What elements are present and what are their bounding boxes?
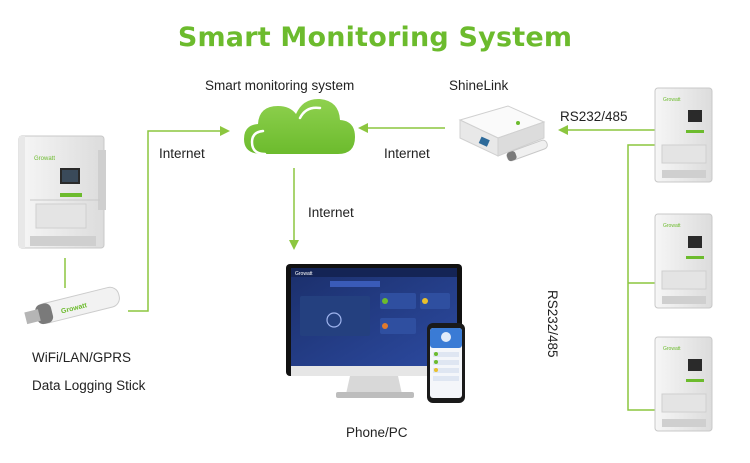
smart-monitoring-label: Smart monitoring system [205, 78, 355, 93]
svg-text:Growatt: Growatt [663, 97, 681, 103]
cloud-icon [244, 98, 355, 156]
inverter-right-2: Growatt [654, 213, 713, 309]
diagram-title: Smart Monitoring System [177, 22, 573, 53]
svg-text:Growatt: Growatt [34, 156, 55, 162]
shinelink-label: ShineLink [449, 78, 509, 93]
phone-device [427, 323, 465, 403]
inverter-right-1: Growatt [654, 87, 713, 183]
rs232-label-vertical: RS232/485 [545, 290, 560, 358]
rs232-label-top: RS232/485 [560, 109, 628, 124]
svg-text:Growatt: Growatt [663, 346, 681, 352]
connector-inverter-bus [627, 144, 655, 411]
data-stick-label: Data Logging Stick [32, 378, 146, 393]
wifi-label: WiFi/LAN/GPRS [32, 350, 132, 365]
internet-label-down: Internet [308, 205, 354, 220]
phone-pc-label: Phone/PC [346, 425, 408, 440]
shinelink-device [458, 105, 548, 162]
monitor-pc: Growatt [286, 264, 462, 398]
inverter-right-3: Growatt [654, 336, 713, 432]
svg-text:Growatt: Growatt [295, 271, 313, 277]
internet-label-left: Internet [159, 146, 205, 161]
svg-text:Growatt: Growatt [663, 223, 681, 229]
internet-label-middle: Internet [384, 146, 430, 161]
data-logging-stick: Growatt [24, 286, 120, 325]
inverter-left: Growatt [18, 135, 106, 249]
connector-stick-to-cloud [128, 126, 230, 312]
